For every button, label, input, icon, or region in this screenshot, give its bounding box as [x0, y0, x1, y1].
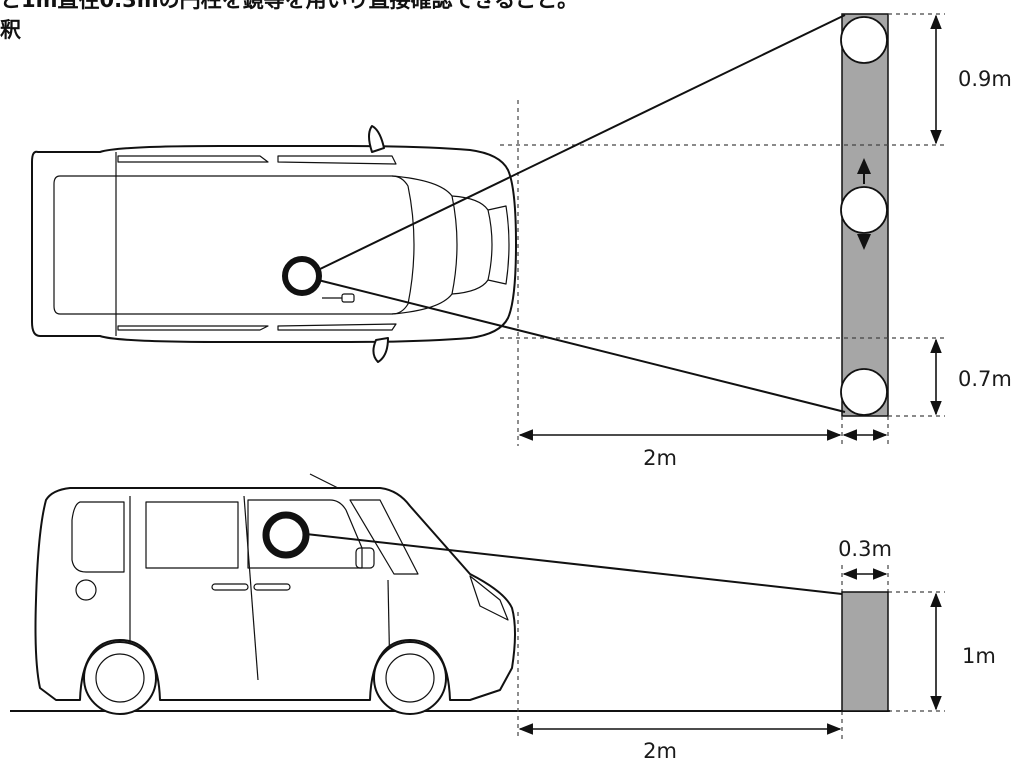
vehicle-top-view: [31, 125, 517, 363]
label-bottom-width: 0.7m: [958, 367, 1012, 391]
header-text-line-1: と1m直径0.3mの円柱を鏡等を用いり直接確認できること。: [0, 0, 579, 12]
eye-position-side-icon: [262, 511, 310, 559]
vehicle-side-view: [34, 473, 516, 715]
label-top-distance: 2m: [643, 446, 677, 470]
pole-side-view: [841, 591, 889, 712]
sight-lines-top-view: [317, 14, 846, 413]
pole-position-top: [840, 16, 888, 64]
pole-position-middle: [840, 186, 888, 234]
label-side-distance: 2m: [643, 739, 677, 759]
label-pole-diameter: 0.3m: [838, 537, 892, 561]
header-text-line-2: 釈: [0, 18, 21, 42]
eye-position-icon: [282, 256, 322, 296]
label-top-width: 0.9m: [958, 67, 1012, 91]
pole-position-bottom: [840, 368, 888, 416]
sight-line-side-view: [305, 533, 843, 595]
up-down-arrow-icon: [857, 158, 871, 250]
guide-lines-side-view: [517, 565, 945, 740]
label-pole-height: 1m: [962, 644, 996, 668]
